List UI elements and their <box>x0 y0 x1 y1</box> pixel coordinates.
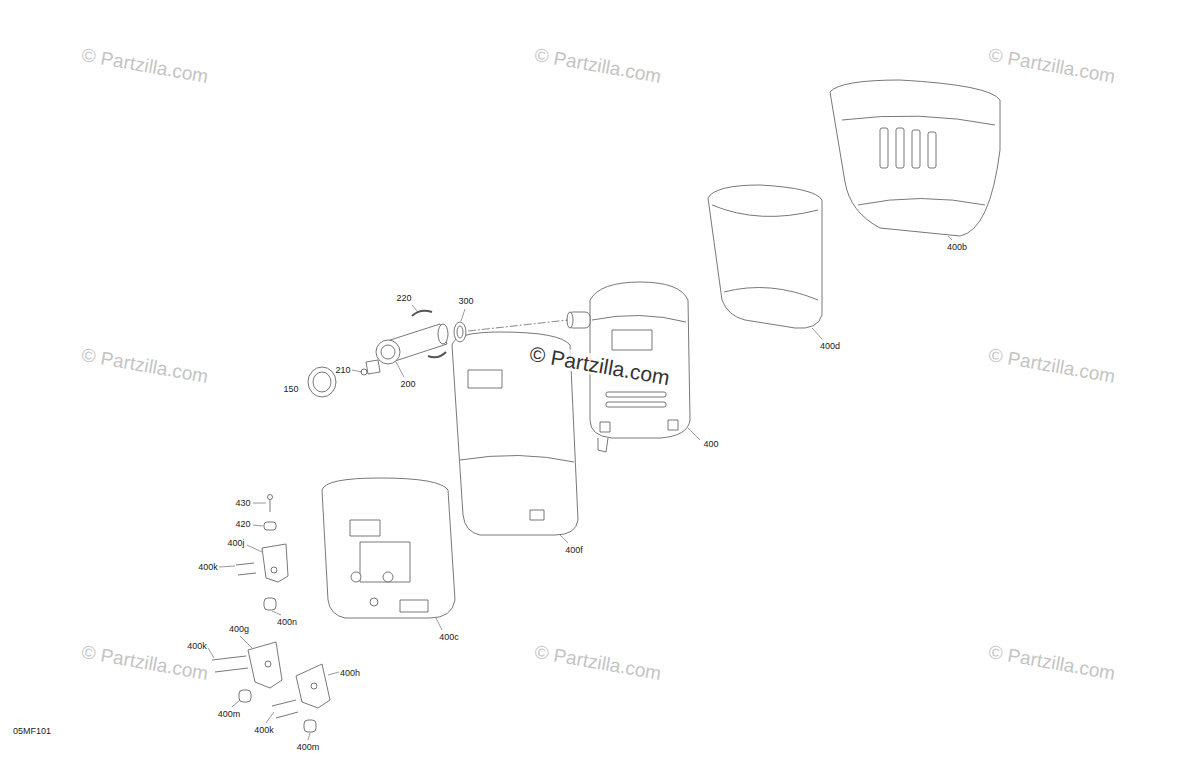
callout-number: 220 <box>396 294 411 303</box>
callout-number: 430 <box>235 499 250 508</box>
watermark: © Partzilla.com <box>987 345 1116 386</box>
callout-number: 420 <box>235 520 250 529</box>
callout-number: 300 <box>458 297 473 306</box>
callout-number: 400k <box>187 642 207 651</box>
front-cover <box>322 478 455 618</box>
callout-number: 400g <box>229 625 249 634</box>
callout-number: 150 <box>283 385 298 394</box>
callout-number: 200 <box>400 380 415 389</box>
watermark: © Partzilla.com <box>80 345 209 386</box>
gasket-ring <box>308 367 336 397</box>
callout-number: 400 <box>703 440 718 449</box>
callout-number: 400k <box>254 726 274 735</box>
callout-number: 400h <box>340 669 360 678</box>
outer-cover <box>830 80 1000 236</box>
watermark: © Partzilla.com <box>987 45 1116 86</box>
leader-lines <box>208 236 952 740</box>
callout-number: 400b <box>947 243 967 252</box>
callout-number: 400c <box>439 633 459 642</box>
callout-number: 400f <box>565 546 583 555</box>
callout-number: 400k <box>198 563 218 572</box>
callout-number: 210 <box>335 366 350 375</box>
callout-number: 400d <box>820 342 840 351</box>
callout-number: 400n <box>277 618 297 627</box>
callout-number: 400m <box>297 743 320 752</box>
watermark: © Partzilla.com <box>987 642 1116 683</box>
callout-number: 400m <box>218 710 241 719</box>
callout-number: 400j <box>227 539 244 548</box>
bracket <box>262 544 288 582</box>
watermark: © Partzilla.com <box>80 45 209 86</box>
heat-shield <box>708 185 822 328</box>
watermark: © Partzilla.com <box>527 342 674 388</box>
diagram-code: 05MF101 <box>13 727 51 736</box>
watermark: © Partzilla.com <box>533 45 662 86</box>
watermark: © Partzilla.com <box>533 642 662 683</box>
